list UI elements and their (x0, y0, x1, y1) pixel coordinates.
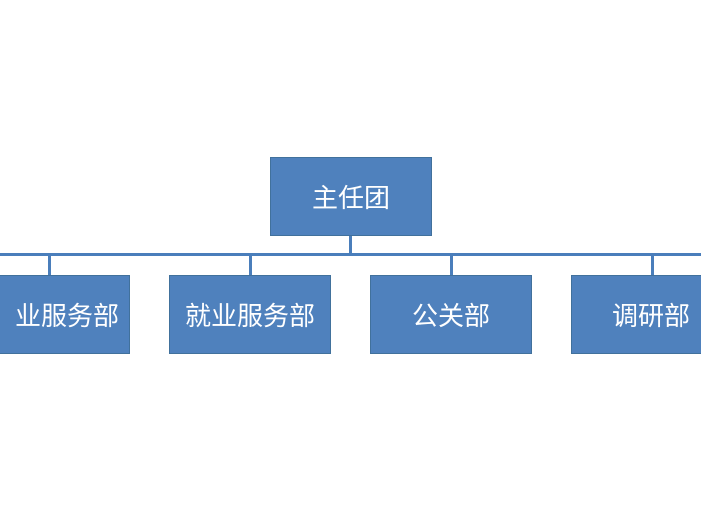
root-node: 主任团 (270, 157, 432, 236)
child-node-3: 调研部 (571, 275, 701, 354)
child-node-label: 业服务部 (14, 302, 119, 332)
child-connector-3 (651, 255, 654, 275)
child-connector-2 (450, 255, 453, 275)
child-node-label: 调研部 (612, 302, 691, 332)
child-connector-1 (249, 255, 252, 275)
horizontal-connector (0, 253, 701, 256)
child-connector-0 (48, 255, 51, 275)
child-node-label: 公关部 (411, 302, 490, 332)
root-connector (349, 236, 352, 254)
root-node-label: 主任团 (311, 184, 390, 214)
child-node-2: 公关部 (370, 275, 532, 354)
child-node-0: 业服务部 (0, 275, 130, 354)
child-node-1: 就业服务部 (169, 275, 331, 354)
child-node-label: 就业服务部 (184, 302, 315, 332)
